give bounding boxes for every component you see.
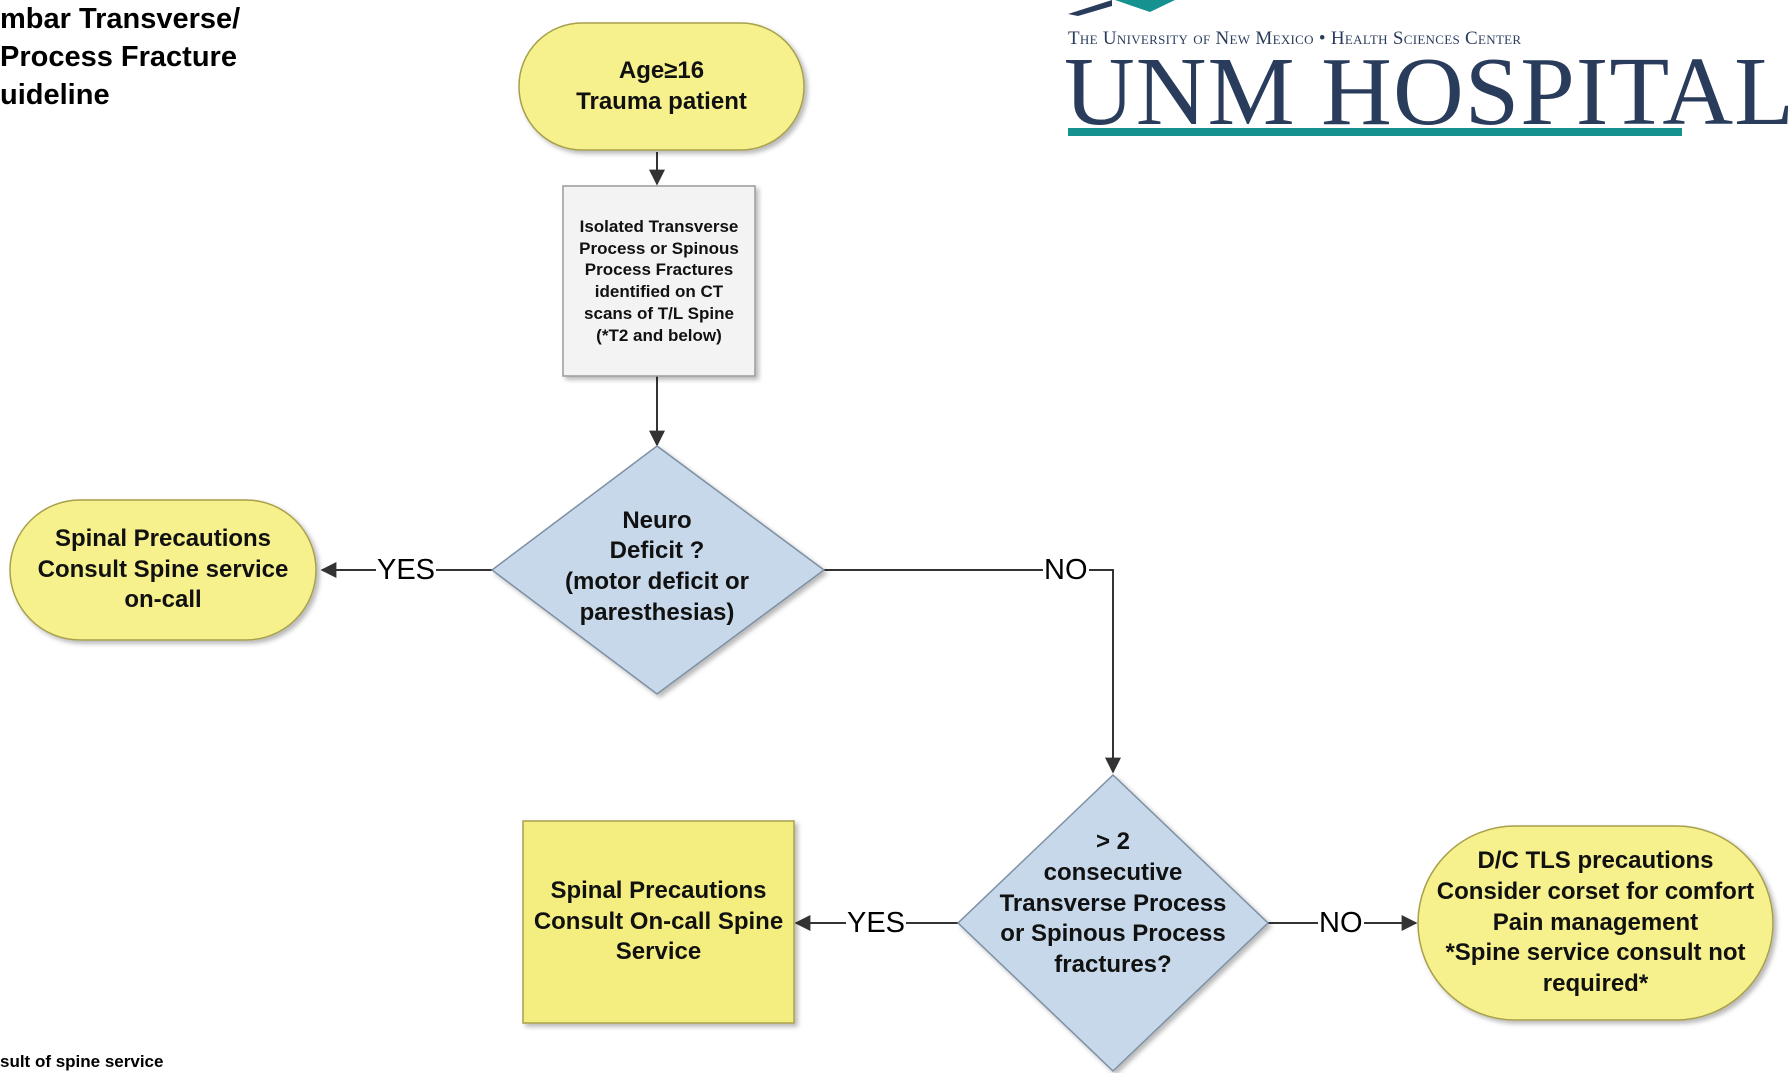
edge-label-neuro-yes: YES (376, 554, 437, 586)
spinal-consult-oncall-terminal (9, 499, 317, 641)
ct-finding-process (562, 185, 756, 377)
spinal-consult-service-box (522, 820, 795, 1024)
dc-tls-terminal (1417, 825, 1774, 1021)
consecutive-label: > 2 consecutive Transverse Process or Sp… (999, 828, 1227, 979)
dc-tls-label: D/C TLS precautions Consider corset for … (1436, 847, 1755, 998)
neuro-deficit-decision (490, 445, 826, 695)
logo-caption: The University of New Mexico • Health Sc… (1068, 28, 1522, 49)
logo-underline (1068, 128, 1682, 136)
edge-label-neuro-no: NO (1043, 554, 1089, 586)
ct-finding-label: Isolated Transverse Process or Spinous P… (579, 216, 739, 345)
logo-teal-shape (1115, 0, 1175, 12)
edge-label-consec-no: NO (1318, 907, 1364, 939)
consecutive-decision (956, 773, 1270, 1073)
spinal-consult-oncall-label: Spinal Precautions Consult Spine service… (37, 524, 289, 614)
start-terminal (518, 22, 805, 151)
footnote: sult of spine service (0, 1052, 164, 1071)
spinal-consult-service-label: Spinal Precautions Consult On-call Spine… (533, 876, 784, 966)
logo-name: UNM HOSPITALS (1064, 38, 1789, 146)
logo-navy-swoosh (1068, 0, 1112, 16)
neuro-deficit-label: Neuro Deficit ? (motor deficit or parest… (565, 506, 749, 626)
edge-label-consec-yes: YES (846, 907, 907, 939)
guideline-title: mbar Transverse/ Process Fracture uideli… (0, 3, 241, 111)
start-label: Age≥16 Trauma patient (576, 56, 747, 115)
connector-neuro-no (824, 569, 1121, 774)
